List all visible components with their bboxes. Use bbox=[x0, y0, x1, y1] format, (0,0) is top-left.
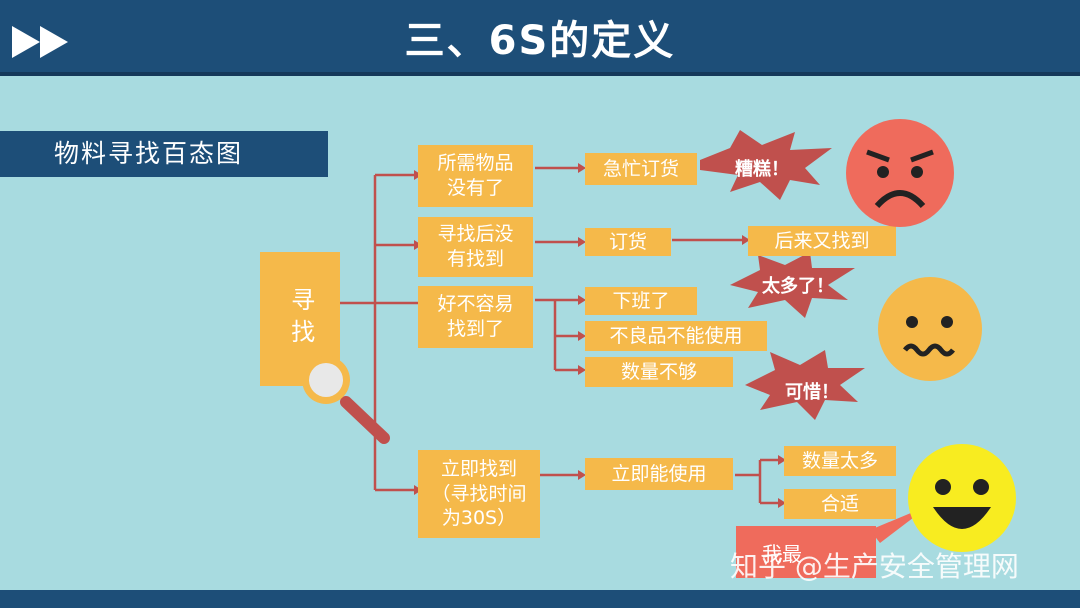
burst-text-2: 太多了！ bbox=[762, 276, 834, 297]
branch-3-node: 好不容易 找到了 bbox=[418, 286, 533, 348]
branch-2-result-label: 后来又找到 bbox=[774, 229, 870, 252]
burst-shape-2 bbox=[730, 252, 855, 318]
fast-forward-icon bbox=[12, 26, 68, 58]
speech-box: 我最 bbox=[736, 526, 876, 578]
branch-2-action: 订货 bbox=[585, 228, 671, 256]
branch-1-action-label: 急忙订货 bbox=[602, 157, 679, 180]
branch-4-line-2: （寻找时间 bbox=[431, 482, 527, 505]
branch-4-node: 立即找到 （寻找时间 为30S） bbox=[418, 450, 540, 538]
branch-3-outcome-1: 下班了 bbox=[585, 287, 697, 315]
branch-2-line-1: 寻找后没 bbox=[437, 223, 514, 246]
branch-4-action: 立即能使用 bbox=[585, 458, 733, 490]
sad-face-icon bbox=[846, 119, 954, 227]
branch-1-line-1: 所需物品 bbox=[437, 152, 514, 175]
speech-text: 我最 bbox=[762, 542, 802, 566]
outcome-label: 合适 bbox=[820, 492, 859, 515]
branch-1-line-2: 没有了 bbox=[446, 177, 504, 199]
outcome-label: 下班了 bbox=[612, 289, 670, 312]
branch-3-outcome-2: 不良品不能使用 bbox=[585, 321, 767, 351]
happy-face-icon bbox=[908, 444, 1016, 552]
watermark-text: 知乎 @生产安全管理网 bbox=[730, 550, 1019, 583]
branch-2-action-label: 订货 bbox=[608, 230, 647, 253]
burst-text-1: 糟糕！ bbox=[735, 159, 789, 180]
branch-4-outcome-1: 数量太多 bbox=[784, 446, 896, 476]
header-divider bbox=[0, 72, 1080, 76]
outcome-label: 数量太多 bbox=[801, 449, 878, 472]
branch-1-action: 急忙订货 bbox=[585, 153, 697, 185]
branch-3-line-1: 好不容易 bbox=[437, 293, 514, 316]
branch-4-line-3: 为30S） bbox=[441, 507, 517, 530]
outcome-label: 数量不够 bbox=[620, 360, 697, 383]
page-title: 三、6S的定义 bbox=[404, 18, 676, 64]
burst-text-3: 可惜！ bbox=[785, 382, 839, 403]
outcome-label: 不良品不能使用 bbox=[609, 324, 743, 347]
branch-4-line-1: 立即找到 bbox=[440, 457, 517, 480]
burst-shape-3 bbox=[745, 350, 865, 420]
footer-bar bbox=[0, 590, 1080, 608]
branch-2-node: 寻找后没 有找到 bbox=[418, 217, 533, 277]
branch-4-outcome-2: 合适 bbox=[784, 489, 896, 519]
branch-3-outcome-3: 数量不够 bbox=[585, 357, 733, 387]
branch-2-result: 后来又找到 bbox=[748, 226, 896, 256]
magnifier-icon bbox=[302, 356, 390, 444]
branch-1-node: 所需物品 没有了 bbox=[418, 145, 533, 207]
root-label: 寻找 bbox=[286, 287, 315, 351]
worried-face-icon bbox=[878, 277, 982, 381]
branch-4-action-label: 立即能使用 bbox=[611, 462, 707, 485]
section-label: 物料寻找百态图 bbox=[0, 131, 328, 177]
header-bar bbox=[0, 0, 1080, 72]
burst-shape-1 bbox=[700, 130, 832, 200]
branch-3-line-2: 找到了 bbox=[446, 318, 504, 340]
branch-2-line-2: 有找到 bbox=[446, 248, 504, 270]
